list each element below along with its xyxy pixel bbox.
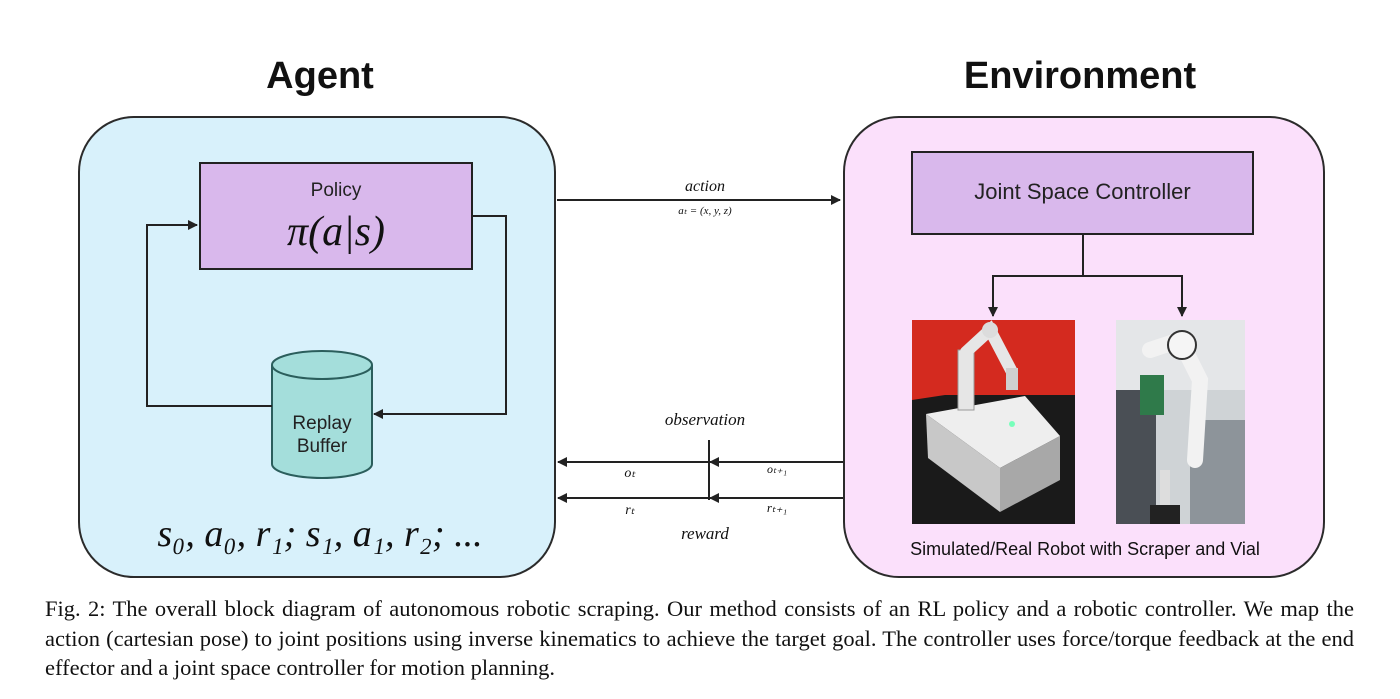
agent-title: Agent [266,55,374,97]
action-label: action [685,178,725,195]
simulated-robot-image [912,320,1075,524]
policy-label: Policy [310,180,362,201]
observation-label: observation [664,410,746,429]
policy-formula: π(a|s) [287,209,385,255]
joint-space-controller-label: Joint Space Controller [974,179,1191,204]
replay-buffer-label-line2: Buffer [296,436,348,457]
observation-t-label: oₜ [624,466,636,481]
controller-fork [988,235,1084,317]
replay-buffer-cylinder [271,350,373,479]
buffer-to-policy-arrow [146,220,272,407]
reward-t-label: rₜ [625,503,635,518]
observation-t1-label: oₜ₊₁ [766,462,788,476]
figure-caption: Fig. 2: The overall block diagram of aut… [45,596,1354,680]
robot-caption: Simulated/Real Robot with Scraper and Vi… [910,539,1260,559]
replay-buffer-label: Replay Buffer [272,412,372,458]
trajectory-sequence: s₀, a₀, r₁; s₁, a₁, r₂; ... [157,513,483,555]
reward-label: reward [681,524,729,543]
controller-fork-right [1083,275,1187,317]
action-formula: aₜ = (x, y, z) [678,205,732,217]
replay-buffer-label-line1: Replay [292,413,352,434]
reward-t1-label: rₜ₊₁ [766,500,788,515]
real-robot-image [1116,320,1245,524]
policy-to-buffer-arrow [373,215,507,419]
joint-space-controller-box: Joint Space Controller [911,151,1254,235]
policy-box: Policy π(a|s) [199,162,473,270]
environment-title: Environment [963,55,1197,97]
